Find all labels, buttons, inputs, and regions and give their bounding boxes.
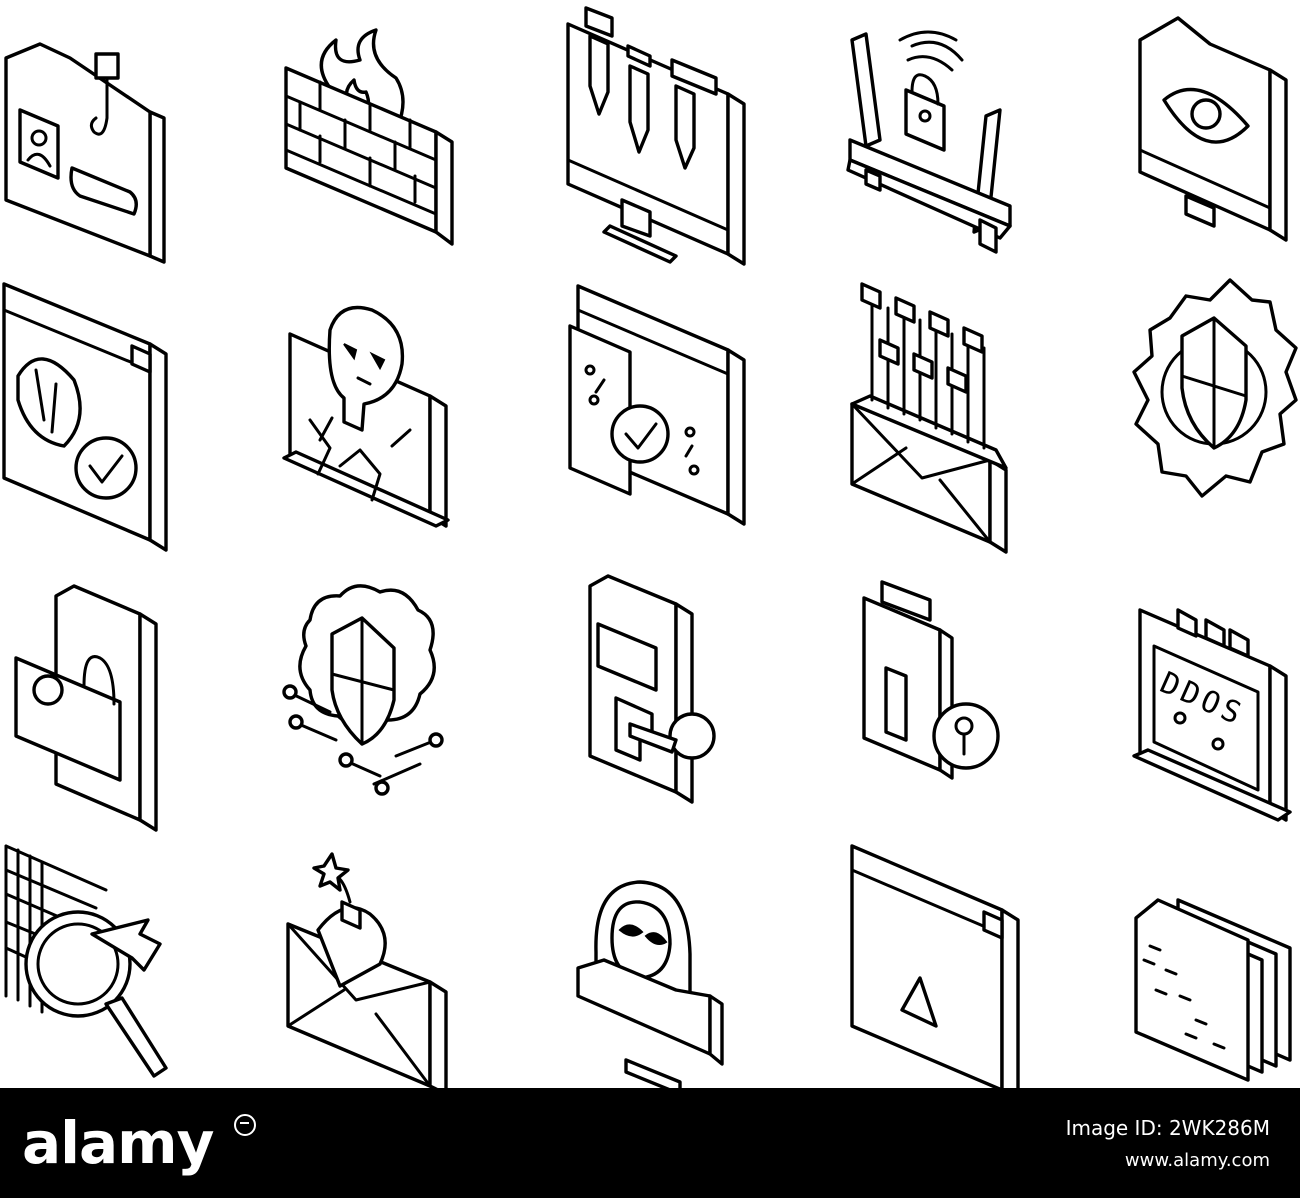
- router-lock-icon: [846, 30, 1012, 254]
- footer-bar: alamy Image ID: 2WK286M www.alamy.com: [0, 1088, 1300, 1198]
- document-check-malware-icon: [568, 284, 746, 526]
- usb-drive-lock-icon: [862, 580, 1000, 780]
- laptop-ddos-icon: DDOS: [1132, 608, 1292, 822]
- image-id-label: Image ID: 2WK286M: [1065, 1116, 1270, 1140]
- site-url[interactable]: www.alamy.com: [1124, 1150, 1270, 1171]
- monitor-eye-icon: [1138, 16, 1288, 242]
- search-magnifier-icon: [4, 844, 168, 1078]
- phone-lock-icon: [14, 584, 158, 832]
- browser-warning-icon: [850, 844, 1020, 1088]
- cloud-shield-icon: [282, 584, 444, 796]
- id-card-phishing-hook-icon: [4, 42, 166, 264]
- laptop-skull-hacker-icon: [282, 305, 450, 528]
- phone-keyhole-key-icon: [588, 574, 716, 804]
- gear-shield-icon: [1132, 278, 1298, 498]
- monitor-missiles-icon: [566, 6, 746, 266]
- envelope-bomb-icon: [286, 852, 448, 1088]
- icon-set-canvas: DDOS: [2, 6, 1298, 1088]
- trademark-icon: [234, 1114, 256, 1136]
- isometric-icon-grid: DDOS: [2, 6, 1298, 1088]
- stacked-chips-icon: [1134, 898, 1292, 1082]
- firewall-fire-icon: [284, 28, 454, 246]
- brand-logo: alamy: [22, 1109, 214, 1177]
- hacker-hood-icon: [576, 880, 724, 1088]
- browser-protection-check-icon: [2, 282, 168, 552]
- envelope-spam-flood-icon: [850, 282, 1008, 554]
